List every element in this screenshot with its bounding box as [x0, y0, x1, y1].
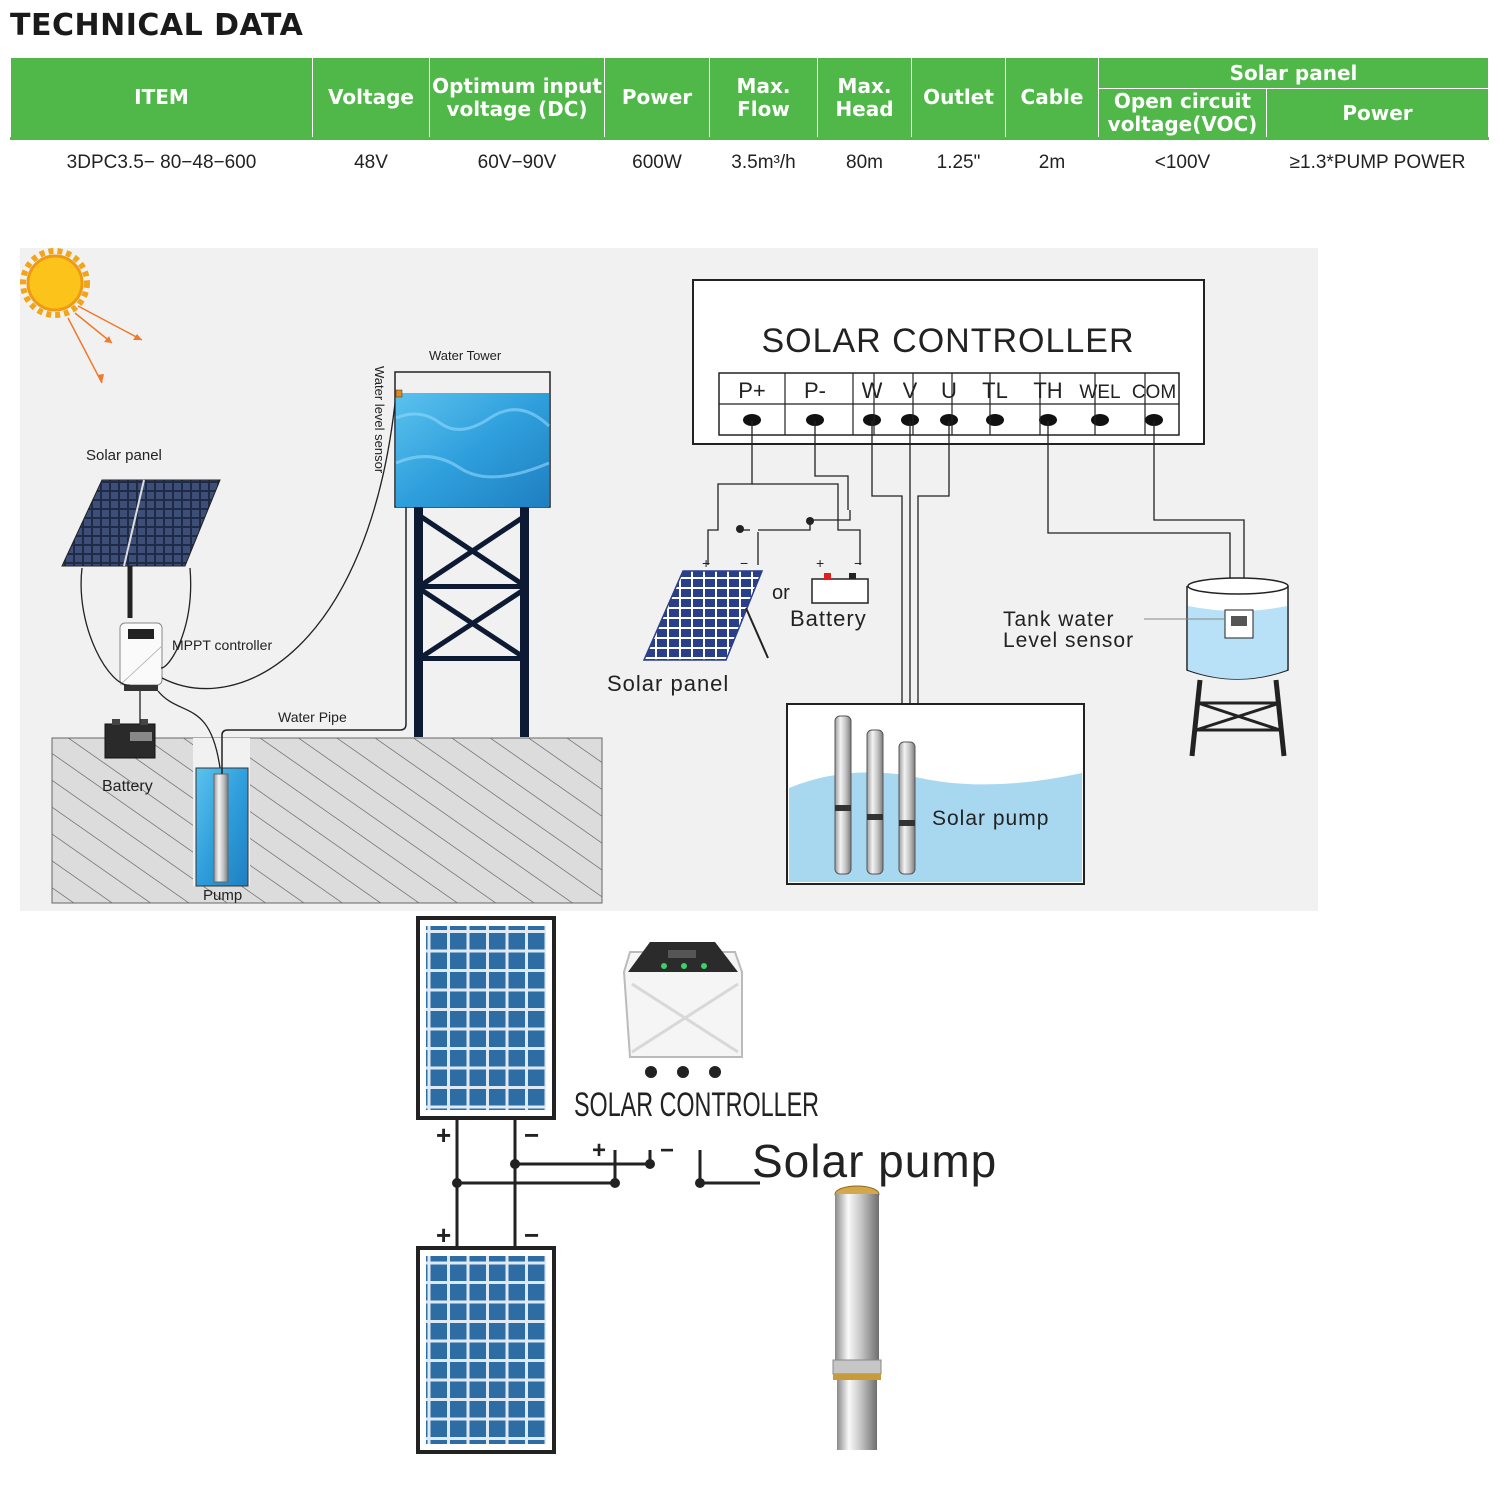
cell-outlet: 1.25" — [911, 137, 1006, 186]
label-tank-line2: Level sensor — [1003, 629, 1134, 652]
header-cable: Cable — [1005, 57, 1099, 139]
terminal-screw — [1039, 414, 1057, 426]
terminal-plus-battery: + — [816, 555, 824, 571]
header-item: ITEM — [10, 57, 313, 139]
label-mppt-controller: MPPT controller — [172, 637, 272, 653]
solar-pump-icons — [834, 715, 916, 875]
label-battery: Battery — [102, 778, 153, 795]
plus-top: + — [436, 1120, 451, 1150]
system-diagram: Pump Solar panel MPPT controller Battery… — [20, 248, 1318, 911]
terminal-label-v: V — [903, 378, 918, 403]
header-power: Power — [604, 57, 710, 139]
terminal-label-u: U — [941, 378, 957, 403]
controller-title: SOLAR CONTROLLER — [761, 322, 1134, 360]
pump-icon — [213, 773, 229, 883]
label-water-pipe: Water Pipe — [278, 709, 347, 725]
minus-top: − — [524, 1120, 539, 1150]
plus-bottom: + — [436, 1220, 451, 1250]
terminal-label-pminus: P- — [804, 378, 826, 403]
label-solar-panel-wiring: Solar panel — [607, 671, 729, 696]
battery-icon — [104, 719, 156, 759]
cell-power: 600W — [604, 137, 710, 186]
pump-tank — [786, 703, 1085, 885]
page-title: TECHNICAL DATA — [10, 8, 304, 43]
tank-icon — [1186, 577, 1289, 757]
terminal-screw — [806, 414, 824, 426]
minus-bottom: − — [524, 1220, 539, 1250]
header-solar-panel: Solar panel — [1097, 57, 1490, 89]
terminal-plus-panel: + — [702, 555, 710, 571]
terminal-label-tl: TL — [982, 378, 1008, 403]
label-or: or — [772, 582, 790, 604]
label-solar-panel: Solar panel — [86, 447, 162, 464]
terminal-label-com: COM — [1132, 382, 1176, 403]
terminal-label-th: TH — [1033, 378, 1062, 403]
terminal-label-w: W — [862, 378, 883, 403]
table-row: 3DPC3.5− 80−48−600 48V 60V−90V 600W 3.5m… — [10, 137, 1489, 186]
solar-panel-bottom — [416, 1246, 556, 1454]
cell-max-flow: 3.5m³/h — [709, 137, 818, 186]
terminal-screw — [743, 414, 761, 426]
solar-panel-wiring-icon — [642, 570, 769, 661]
solar-panel-top — [416, 916, 556, 1120]
terminal-screw — [940, 414, 958, 426]
terminal-minus-panel: − — [740, 555, 748, 571]
label-water-level-sensor: Water level sensor — [372, 366, 387, 474]
water-tower-icon — [394, 371, 551, 737]
cell-cable: 2m — [1005, 137, 1099, 186]
terminal-label-pplus: P+ — [738, 378, 766, 403]
cell-voc: <100V — [1098, 137, 1267, 186]
cell-voltage: 48V — [312, 137, 430, 186]
terminal-screw — [1145, 414, 1163, 426]
terminal-screw — [1091, 414, 1109, 426]
terminal-minus-battery: − — [854, 555, 862, 571]
terminal-screw — [901, 414, 919, 426]
label-pump: Pump — [203, 887, 242, 904]
sun-icon — [20, 248, 143, 384]
terminal-screw — [863, 414, 881, 426]
cell-optimum: 60V−90V — [429, 137, 605, 186]
mppt-controller-icon — [119, 622, 163, 691]
header-outlet: Outlet — [911, 57, 1006, 139]
label-solar-pump: Solar pump — [932, 807, 1049, 830]
solar-panel-icon — [61, 479, 221, 618]
label-battery-wiring: Battery — [790, 606, 867, 631]
label-tank-line1: Tank water — [1003, 608, 1115, 631]
cell-max-head: 80m — [817, 137, 912, 186]
cell-panel-power: ≥1.3*PUMP POWER — [1266, 137, 1489, 186]
label-water-tower: Water Tower — [429, 348, 502, 363]
solar-controller-icon — [618, 932, 746, 1078]
pump-icon-bottom — [832, 1185, 882, 1450]
ground — [51, 737, 603, 904]
header-max-flow: Max.Flow — [709, 57, 818, 139]
label-solar-pump-bottom: Solar pump — [752, 1135, 997, 1187]
label-solar-controller: SOLAR CONTROLLER — [574, 1086, 819, 1124]
header-voltage: Voltage — [312, 57, 430, 139]
terminal-screw — [986, 414, 1004, 426]
cell-item: 3DPC3.5− 80−48−600 — [10, 137, 313, 186]
plus-controller: + — [592, 1137, 606, 1164]
battery-wiring-icon — [811, 573, 869, 604]
terminal-label-wel: WEL — [1079, 382, 1120, 403]
panel-wiring-diagram: + − + − + − SOLAR CONTROLLER Solar pump — [416, 916, 997, 1454]
header-max-head: Max.Head — [817, 57, 912, 139]
minus-controller: − — [660, 1137, 674, 1164]
header-panel-power: Power — [1265, 88, 1490, 139]
